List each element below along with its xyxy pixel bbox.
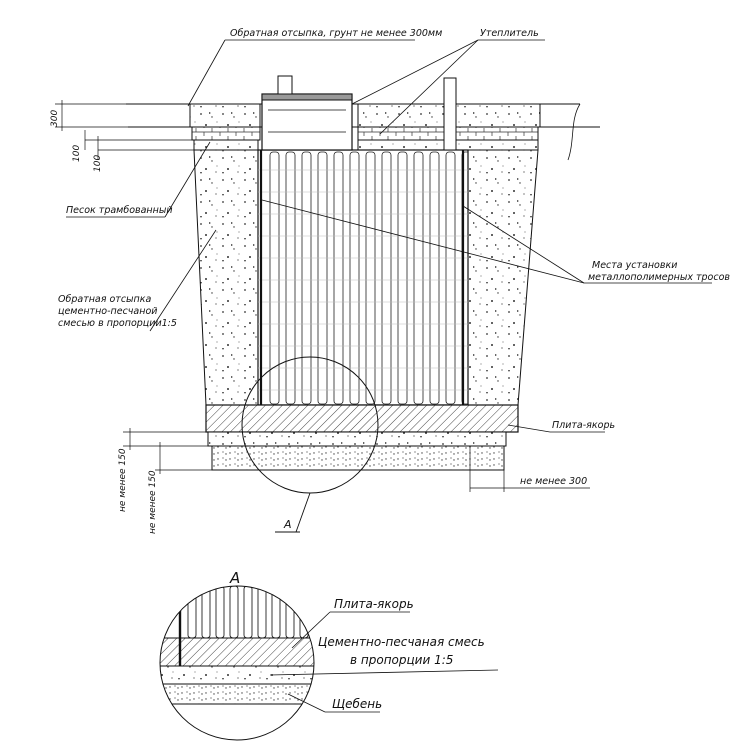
tank-rib (365, 151, 376, 405)
tank-rib (333, 151, 344, 405)
dim-150-b: не менее 150 (148, 470, 158, 534)
section-mark: А (283, 518, 292, 531)
dim-100-a: 100 (72, 145, 82, 162)
detail-title: А (229, 569, 240, 587)
label-sand: Песок трамбованный (66, 205, 173, 216)
label-cables-1: Места установки (592, 260, 677, 271)
detail-label-mix-2: в пропорции 1:5 (350, 653, 453, 667)
detail-leaders (269, 611, 499, 713)
tank-rib (381, 151, 392, 405)
top-soil-layer (189, 103, 541, 128)
label-insulation: Утеплитель (480, 28, 539, 39)
backfill-mix (193, 149, 539, 406)
dimension-lines (55, 100, 590, 492)
tank-rib (413, 151, 424, 405)
anchor-plate (205, 404, 519, 433)
label-backfill-mix-2: цементно-песчаной (58, 306, 157, 317)
tank-rib (349, 151, 360, 405)
tank-rib (397, 151, 408, 405)
section-circle: А (241, 356, 379, 533)
detail-label-gravel: Щебень (332, 697, 382, 711)
tank-rib (445, 151, 456, 405)
dim-100-b: 100 (93, 155, 103, 172)
detail-label-mix-1: Цементно-песчаная смесь (318, 635, 485, 649)
mix-layer (207, 431, 507, 447)
label-backfill-mix-1: Обратная отсыпка (58, 294, 152, 305)
label-backfill-soil: Обратная отсыпка, грунт не менее 300мм (230, 28, 442, 39)
tank-neck (261, 75, 353, 151)
detail-view (159, 585, 315, 741)
vent-pipe (443, 77, 457, 151)
insulation-layer (191, 126, 539, 141)
tank-rib (429, 151, 440, 405)
detail-label-anchor: Плита-якорь (334, 597, 414, 611)
anchor-cables (259, 150, 465, 432)
tank-rib (301, 151, 312, 405)
label-anchor-plate: Плита-якорь (552, 420, 615, 431)
tank-rib (285, 151, 296, 405)
label-min-300: не менее 300 (520, 476, 587, 487)
dim-150-a: не менее 150 (118, 448, 128, 512)
detail-rib (313, 586, 314, 639)
gravel-layer (211, 445, 505, 471)
tank-rib (269, 151, 280, 405)
tank-body (257, 149, 469, 406)
label-cables-2: металлополимерных тросов (588, 272, 730, 283)
tank-rib (317, 151, 328, 405)
leaders (66, 39, 712, 433)
sand-layer (193, 139, 539, 151)
label-backfill-mix-3: смесью в пропорции1:5 (58, 318, 177, 329)
tank-ribs (258, 151, 468, 405)
dim-300: 300 (50, 110, 60, 127)
